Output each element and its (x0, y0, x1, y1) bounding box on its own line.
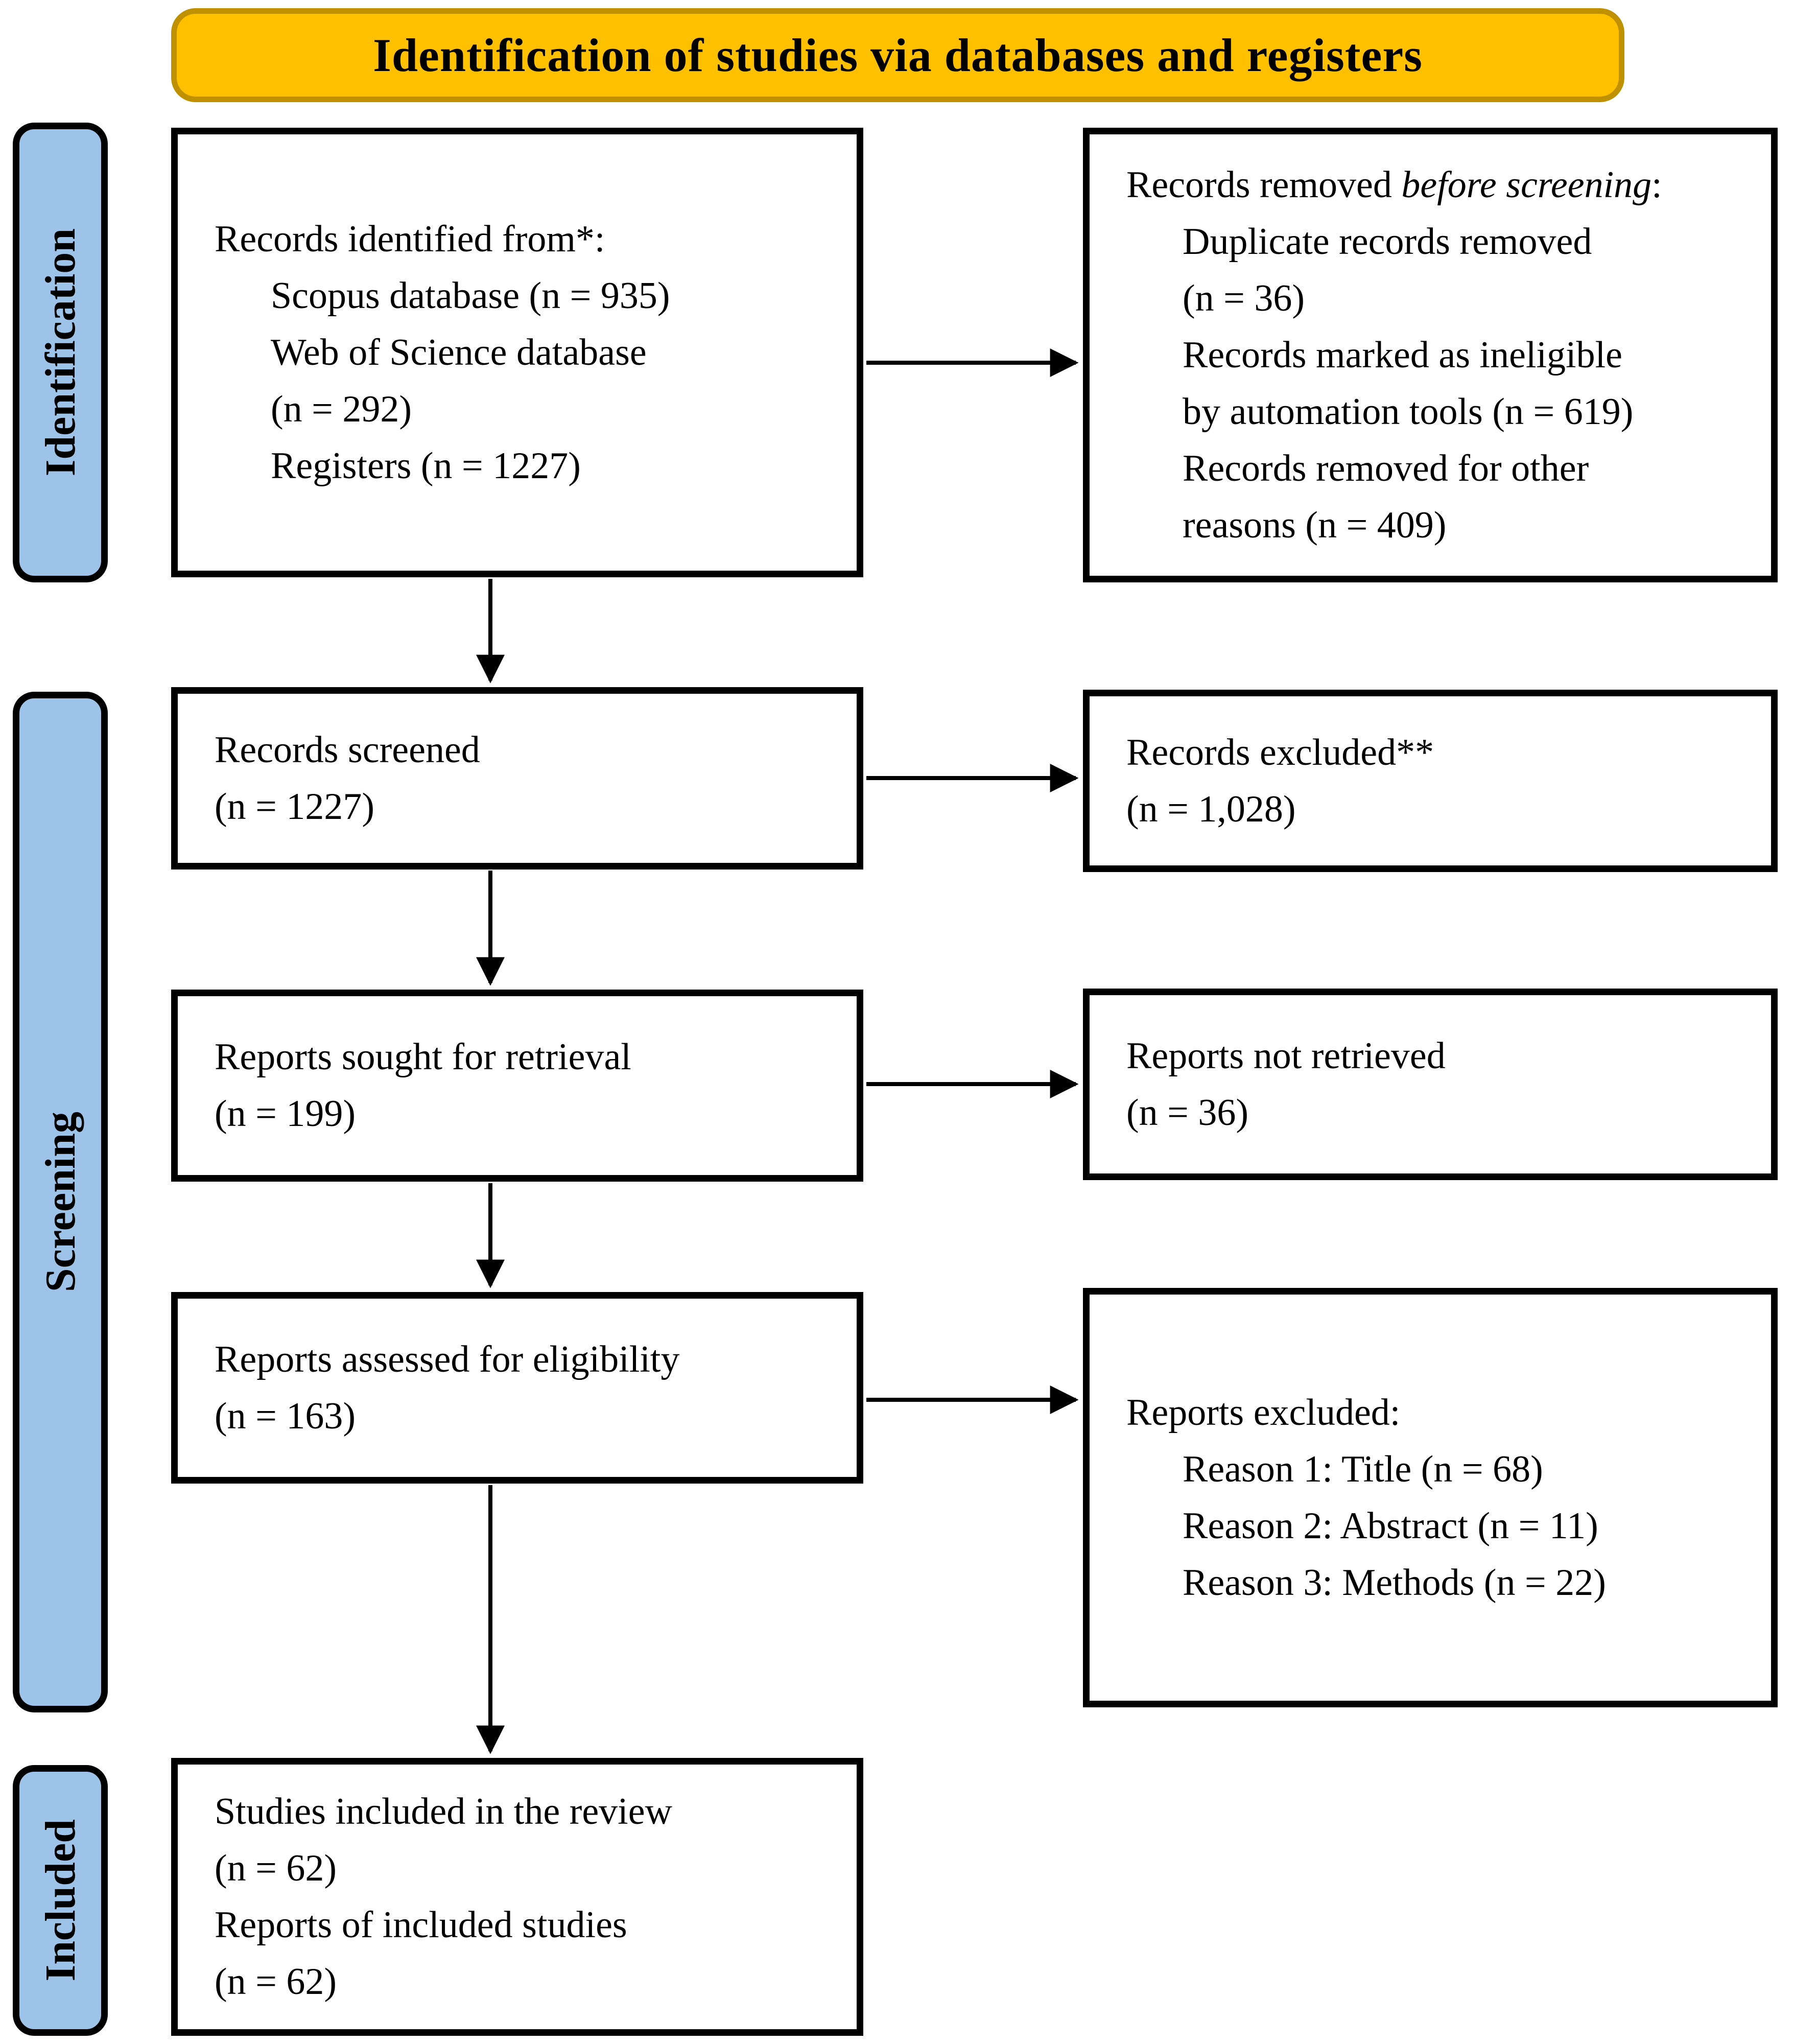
box-studies-included: Studies included in the review (n = 62) … (171, 1758, 863, 2036)
text-line: Reports excluded: (1126, 1391, 1401, 1434)
text-line: Reports assessed for eligibility (215, 1338, 680, 1380)
text-line: Web of Science database (271, 331, 647, 373)
stage-label-identification: Identification (13, 123, 108, 582)
text-line: (n = 199) (215, 1093, 356, 1135)
text-line: by automation tools (n = 619) (1183, 390, 1634, 433)
title-banner: Identification of studies via databases … (171, 8, 1624, 102)
box-records-screened: Records screened (n = 1227) (171, 687, 863, 870)
text-line: (n = 62) (215, 1961, 337, 2003)
text-line: (n = 1227) (215, 785, 375, 828)
text-line: Registers (n = 1227) (271, 444, 581, 487)
text-line: Reason 3: Methods (n = 22) (1183, 1561, 1606, 1604)
text-line: Records removed for other (1183, 447, 1589, 489)
text-line: Reports sought for retrieval (215, 1036, 631, 1078)
box-reports-excluded: Reports excluded: Reason 1: Title (n = 6… (1083, 1288, 1778, 1707)
text-line: Records removed before screening: (1126, 157, 1756, 214)
text-line: Reason 1: Title (n = 68) (1183, 1448, 1543, 1490)
text-segment: : (1651, 163, 1662, 206)
text-segment: Records removed (1126, 163, 1402, 206)
text-line: (n = 163) (215, 1395, 356, 1437)
page-title: Identification of studies via databases … (373, 29, 1423, 81)
text-line: Reason 2: Abstract (n = 11) (1183, 1505, 1598, 1547)
text-line: Studies included in the review (215, 1791, 673, 1832)
stage-label-text: Included (36, 1819, 84, 1982)
text-line: Records excluded** (1126, 731, 1434, 773)
text-line: (n = 292) (271, 388, 412, 430)
text-line: (n = 36) (1126, 1091, 1249, 1134)
text-line: Records screened (215, 729, 480, 771)
text-line: Records identified from*: (215, 218, 605, 260)
text-line: Reports of included studies (215, 1904, 627, 1946)
stage-label-screening: Screening (13, 692, 108, 1712)
text-line: Scopus database (n = 935) (271, 274, 670, 317)
stage-label-text: Screening (36, 1112, 84, 1293)
box-reports-sought: Reports sought for retrieval (n = 199) (171, 990, 863, 1182)
box-records-identified: Records identified from*: Scopus databas… (171, 128, 863, 577)
text-line: (n = 62) (215, 1847, 337, 1889)
box-records-excluded: Records excluded** (n = 1,028) (1083, 690, 1778, 872)
stage-label-text: Identification (36, 228, 84, 477)
box-records-removed-before-screening: Records removed before screening: Duplic… (1083, 128, 1778, 582)
text-line: reasons (n = 409) (1183, 504, 1447, 546)
text-segment-italic: before screening (1401, 163, 1652, 206)
text-line: Duplicate records removed (1183, 220, 1592, 263)
box-reports-not-retrieved: Reports not retrieved (n = 36) (1083, 989, 1778, 1180)
text-line: Records marked as ineligible (1183, 334, 1623, 376)
text-line: (n = 36) (1183, 277, 1305, 319)
text-line: (n = 1,028) (1126, 788, 1296, 830)
stage-label-included: Included (13, 1765, 108, 2036)
text-line: Reports not retrieved (1126, 1035, 1446, 1077)
box-reports-assessed: Reports assessed for eligibility (n = 16… (171, 1292, 863, 1484)
